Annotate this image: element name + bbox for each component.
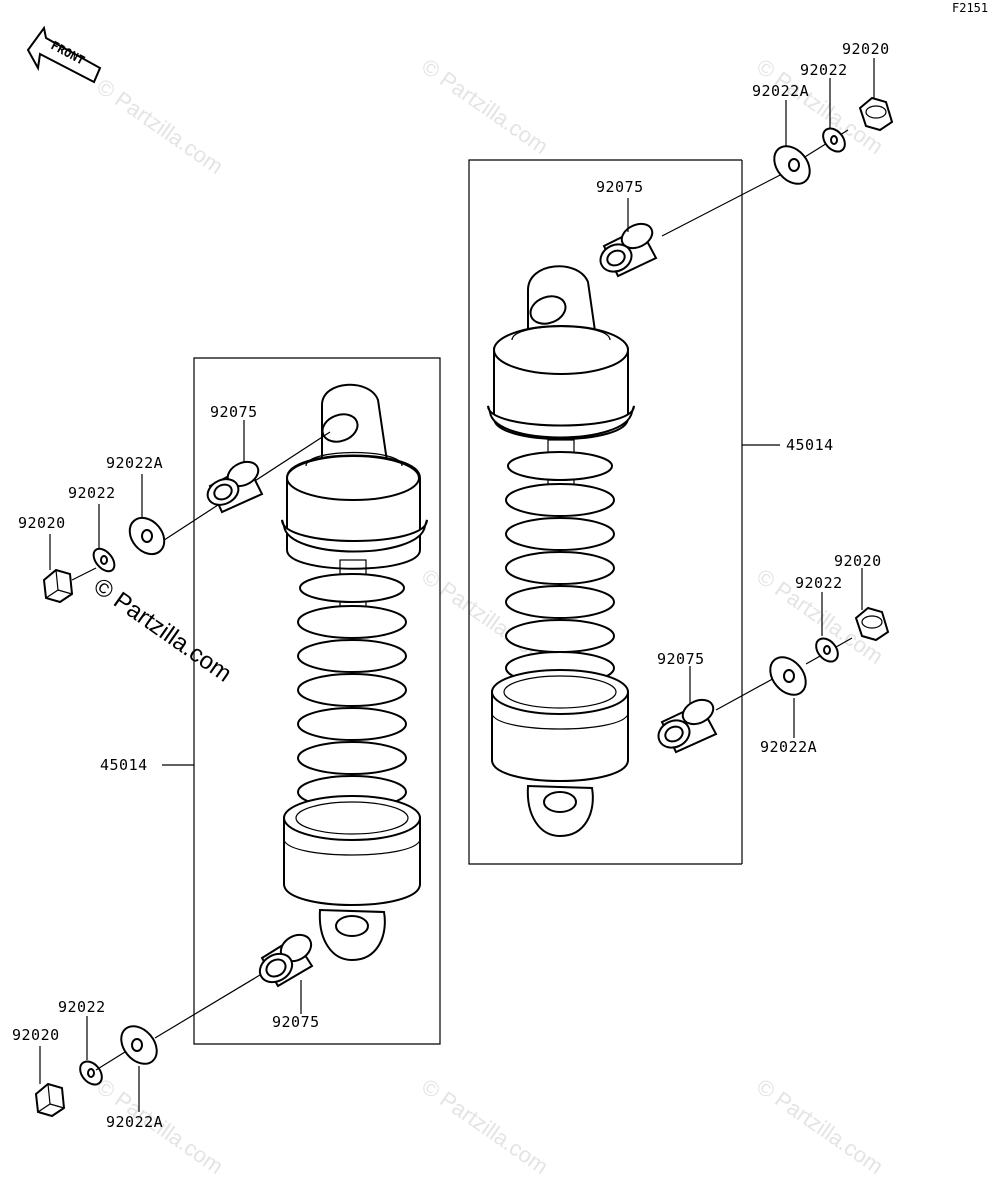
- left-bottom-bushing-92075: [258, 933, 314, 988]
- label-shock-left: 45014: [100, 756, 148, 774]
- right-bottom-bushing-92075: [657, 698, 718, 754]
- label-nut-top-right: 92020: [842, 40, 890, 58]
- label-washer-bottom: 92022: [58, 998, 106, 1016]
- left-top-washer-92022: [92, 547, 116, 573]
- right-bottom-washer-92022: [815, 637, 839, 663]
- watermark-text-main: © Partzilla.com: [89, 573, 237, 688]
- right-top-washer-92022: [822, 127, 846, 153]
- right-top-washer-92022a: [773, 145, 811, 185]
- left-bottom-nut-92020: [34, 1082, 66, 1118]
- label-bushing-bottom-right: 92075: [657, 650, 705, 668]
- front-arrow-icon: FRONT: [26, 25, 102, 84]
- watermark-text: © Partzilla.com: [752, 1074, 888, 1180]
- label-nut-bottom-right: 92020: [834, 552, 882, 570]
- label-washer-top: 92022: [68, 484, 116, 502]
- left-top-washer-92022a: [128, 516, 166, 556]
- label-bushing-bottom: 92075: [272, 1013, 320, 1031]
- left-shock-spring: [297, 573, 407, 809]
- label-washer-a-bottom: 92022A: [106, 1113, 163, 1131]
- label-shock-right: 45014: [786, 436, 834, 454]
- right-bottom-nut-92020: [854, 606, 890, 642]
- label-washer-a-top-right: 92022A: [752, 82, 809, 100]
- left-top-bushing-92075: [206, 460, 264, 514]
- left-bottom-washer-92022: [79, 1051, 126, 1086]
- figure-code: F2151: [952, 1, 988, 15]
- right-bottom-washer-92022a: [769, 656, 807, 696]
- watermark-text: © Partzilla.com: [417, 54, 553, 160]
- right-top-nut-92020: [858, 96, 894, 132]
- watermark-layer: © Partzilla.com © Partzilla.com © Partzi…: [92, 54, 888, 1180]
- label-nut-top: 92020: [18, 514, 66, 532]
- watermark-text: © Partzilla.com: [92, 74, 228, 180]
- left-shock-assembly: 92075 92022A 92022 92020 45014 92075 920…: [12, 357, 441, 1131]
- right-group-bracket: [468, 159, 742, 865]
- right-top-bushing-92075: [599, 222, 658, 278]
- label-washer-a-bottom-right: 92022A: [760, 738, 817, 756]
- left-group-bracket: [193, 357, 441, 1045]
- right-shock-assembly: 92075 92022A 92022 92020 45014 92020 920…: [468, 40, 894, 865]
- label-bushing-top: 92075: [210, 403, 258, 421]
- label-bushing-top-right: 92075: [596, 178, 644, 196]
- left-top-nut-92020: [42, 567, 97, 604]
- label-washer-top-right: 92022: [800, 61, 848, 79]
- label-nut-bottom: 92020: [12, 1026, 60, 1044]
- watermark-text: © Partzilla.com: [417, 1074, 553, 1180]
- left-bottom-washer-92022a: [120, 1025, 158, 1065]
- label-washer-bottom-right: 92022: [795, 574, 843, 592]
- label-washer-a-top: 92022A: [106, 454, 163, 472]
